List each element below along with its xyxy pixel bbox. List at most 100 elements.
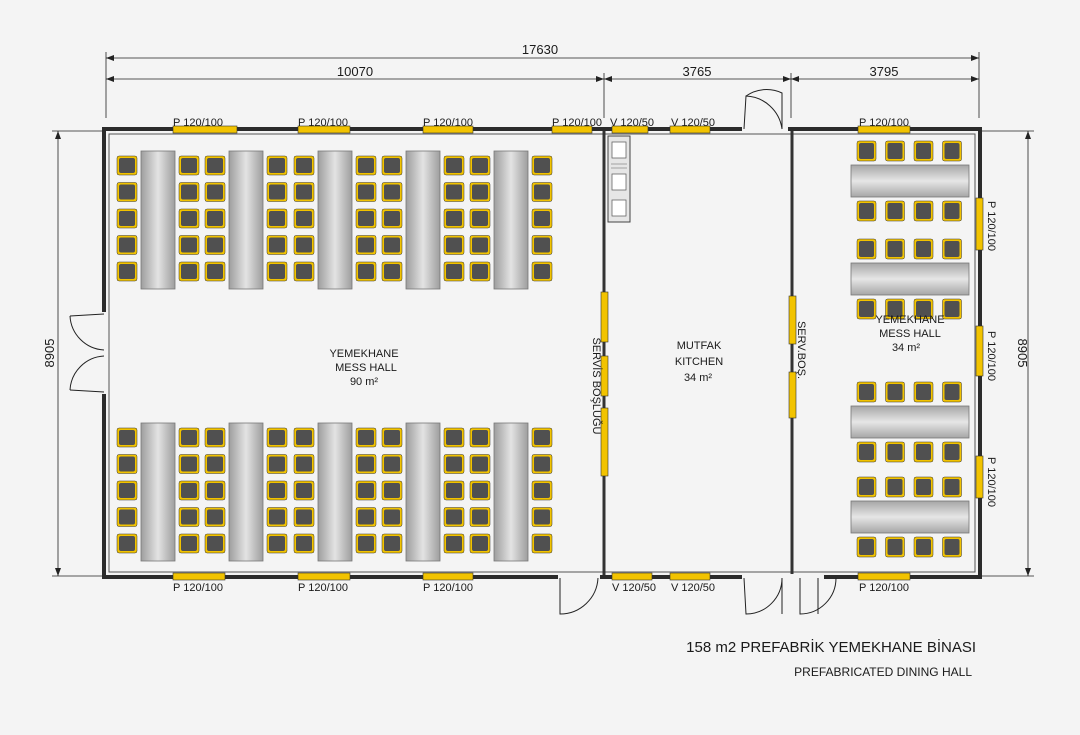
chair — [293, 507, 315, 527]
table — [228, 150, 264, 290]
chair-seat — [181, 430, 197, 445]
chair — [913, 476, 934, 498]
chair — [178, 182, 200, 202]
chair — [913, 536, 934, 558]
chair-seat — [887, 539, 903, 555]
chair-seat — [119, 158, 135, 173]
chair — [204, 427, 226, 448]
mess-left-tr-label: YEMEKHANE — [329, 348, 398, 360]
chair-seat — [358, 211, 374, 226]
chair-seat — [296, 536, 312, 551]
chair-seat — [358, 184, 374, 200]
chair — [913, 381, 934, 403]
chair — [469, 208, 491, 229]
chair-seat — [446, 456, 462, 472]
window-p — [857, 572, 911, 581]
chair — [856, 476, 877, 498]
chair — [381, 533, 403, 554]
window-p — [551, 125, 593, 134]
chair — [116, 427, 138, 448]
chair-seat — [384, 509, 400, 525]
chair-seat — [269, 264, 285, 279]
chair-seat — [944, 241, 960, 257]
mess-left-en-label: MESS HALL — [335, 362, 397, 374]
chair — [469, 454, 491, 474]
chair-seat — [859, 479, 874, 495]
chair — [116, 480, 138, 501]
chair — [856, 381, 877, 403]
chair-seat — [358, 509, 374, 525]
chair-seat — [384, 237, 400, 253]
chair-seat — [944, 203, 960, 219]
chair — [204, 480, 226, 501]
chair-seat — [358, 264, 374, 279]
mess-right-en-label: MESS HALL — [879, 328, 941, 340]
window-p — [297, 125, 351, 134]
chair-seat — [859, 301, 874, 317]
chair — [178, 208, 200, 229]
chair-seat — [887, 241, 903, 257]
chair — [355, 155, 377, 176]
chair-seat — [384, 158, 400, 173]
chair — [913, 238, 934, 260]
dim-left-height: 8905 — [42, 339, 57, 368]
window-v — [611, 125, 649, 134]
chair-seat — [887, 479, 903, 495]
chair — [469, 507, 491, 527]
chair — [469, 480, 491, 501]
chair — [293, 261, 315, 282]
chair-seat — [181, 211, 197, 226]
chair-seat — [269, 483, 285, 498]
chair-seat — [207, 509, 223, 525]
chair — [443, 208, 465, 229]
chair-seat — [269, 536, 285, 551]
chair-seat — [384, 456, 400, 472]
chair — [443, 533, 465, 554]
mess-right-tr-label: YEMEKHANE — [875, 314, 944, 326]
chair — [293, 427, 315, 448]
window-label-v: V 120/50 — [671, 582, 715, 594]
table — [317, 150, 353, 290]
plan-subtitle: PREFABRICATED DINING HALL — [794, 665, 972, 679]
window-label-p: P 120/100 — [423, 117, 473, 129]
chair — [381, 480, 403, 501]
chair — [942, 140, 962, 162]
chair — [942, 200, 962, 222]
chair — [293, 208, 315, 229]
table — [405, 422, 441, 562]
windows-top — [172, 125, 911, 134]
dim-right-width: 3795 — [870, 64, 899, 79]
chair-seat — [446, 536, 462, 551]
chair — [856, 536, 877, 558]
chair-seat — [944, 143, 960, 159]
window-label-p: P 120/100 — [985, 201, 997, 251]
chair-seat — [181, 456, 197, 472]
chair — [381, 155, 403, 176]
chair-seat — [296, 264, 312, 279]
chair — [443, 507, 465, 527]
chair — [116, 454, 138, 474]
window-v — [669, 125, 711, 134]
chair-seat — [916, 444, 931, 460]
chair-seat — [944, 444, 960, 460]
chair — [178, 507, 200, 527]
window-p — [422, 125, 474, 134]
chair — [355, 427, 377, 448]
chair — [355, 507, 377, 527]
service-right-label: SERV.BOŞ. — [795, 321, 807, 379]
chair — [913, 140, 934, 162]
interior-walls — [602, 131, 794, 575]
table — [317, 422, 353, 562]
chair — [178, 261, 200, 282]
chair-seat — [181, 237, 197, 253]
chair — [116, 235, 138, 255]
dimension-lines-sides — [52, 130, 1034, 577]
chair — [885, 536, 905, 558]
table — [228, 422, 264, 562]
chair — [856, 140, 877, 162]
chair — [443, 427, 465, 448]
chair-seat — [358, 483, 374, 498]
chair-seat — [207, 430, 223, 445]
chair — [293, 533, 315, 554]
kitchen-tr-label: MUTFAK — [677, 340, 722, 352]
